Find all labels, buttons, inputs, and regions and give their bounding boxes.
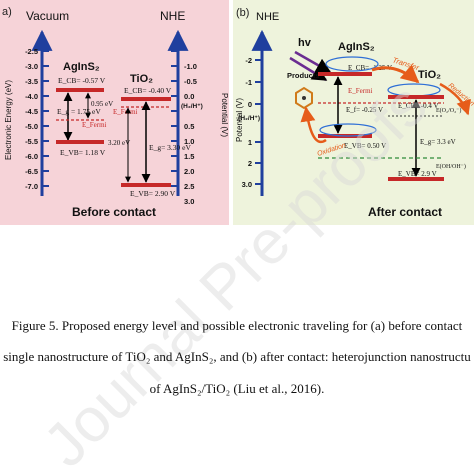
panel-b-footer: After contact bbox=[368, 205, 442, 219]
tio2-label-a: TiO₂ bbox=[130, 73, 153, 85]
caption-line-3: of AgInS₂/TiO₂ (Liu et al., 2016). bbox=[0, 381, 474, 397]
left-axis-ticks bbox=[42, 50, 49, 187]
left-tick: -6.0 bbox=[25, 152, 38, 161]
panel-b: (b) NHE -2 -1 0 (H₂/H⁺) 1 2 3.0 Potentia… bbox=[233, 0, 474, 225]
caption-line-3-text: of AgInS₂/TiO₂ (Liu et al., 2016). bbox=[149, 381, 325, 396]
e-ooh-label: E(OH/OH⁻) bbox=[436, 163, 466, 170]
nhe-label-a: NHE bbox=[160, 9, 185, 23]
b-tick: -2 bbox=[245, 56, 252, 65]
panel-a-footer: Before contact bbox=[72, 205, 156, 219]
molecule-icon bbox=[295, 86, 313, 110]
left-axis-title: Electronic Energy (eV) bbox=[4, 80, 13, 160]
right-tick: 1.0 bbox=[184, 137, 194, 146]
caption-line-2: single nanostructure of TiO₂ and AgInS₂,… bbox=[0, 349, 474, 365]
tio2-cb-level-b bbox=[388, 95, 444, 99]
ecb1-label: E_CB= -1.25 V bbox=[348, 64, 392, 72]
panel-b-axis-ticks bbox=[255, 59, 262, 185]
left-tick: -5.5 bbox=[25, 137, 38, 146]
left-tick: -6.5 bbox=[25, 167, 38, 176]
caption-line-1-text: Figure 5. Proposed energy level and poss… bbox=[11, 318, 463, 333]
b-tick: -1 bbox=[245, 78, 252, 87]
evb1-label: E_VB= 0.50 V bbox=[344, 142, 386, 150]
oxidation-arrow bbox=[300, 106, 327, 143]
right-axis-tick-labels: -1.0 -0.5 0.0 (H₂/H⁺) 0.5 1.0 1.5 2.0 2.… bbox=[181, 62, 203, 206]
right-axis-ticks bbox=[171, 50, 178, 187]
b-tick: 2 bbox=[248, 159, 252, 168]
right-tick: 2.5 bbox=[184, 182, 194, 191]
transfer-arrow bbox=[371, 64, 420, 84]
left-axis-tick-labels: -2.5 -3.0 -3.5 -4.0 -4.5 -5.0 -5.5 -6.0 … bbox=[25, 47, 38, 191]
right-tick: -0.5 bbox=[184, 77, 197, 86]
left-tick: -3.0 bbox=[25, 62, 38, 71]
panel-b-background bbox=[233, 0, 474, 225]
tio2-cb-level bbox=[121, 97, 171, 101]
agins2-cb-level bbox=[56, 88, 104, 92]
tio2-label-b: TiO₂ bbox=[418, 69, 441, 81]
agins2-eg-label: E_g = 1.75 eV bbox=[57, 107, 101, 116]
right-axis-title: Potential (V) bbox=[220, 93, 229, 137]
left-tick: -4.5 bbox=[25, 107, 38, 116]
tio2-vb-level-b bbox=[388, 177, 444, 181]
tio2-eg-label: E_g= 3.30 eV bbox=[149, 143, 192, 152]
right-tick: (H₂/H⁺) bbox=[181, 103, 203, 110]
caption-line-1: Figure 5. Proposed energy level and poss… bbox=[0, 318, 474, 334]
b-tick: 3.0 bbox=[242, 180, 252, 189]
left-tick: -7.0 bbox=[25, 182, 38, 191]
e-o2-label: E(O₂/O₂⁻) bbox=[436, 107, 461, 114]
products-label: Products bbox=[287, 71, 320, 80]
agins2-ecb-label: E_CB= -0.57 V bbox=[58, 76, 106, 85]
b-tick: 0 bbox=[248, 100, 252, 109]
agins2-cb-level-b bbox=[318, 72, 372, 76]
tio2-ecb-label: E_CB= -0.40 V bbox=[124, 86, 172, 95]
panel-a: a) Vacuum NHE -2.5 -3.0 -3.5 -4.0 -4.5 -… bbox=[0, 0, 229, 225]
left-tick: -5.0 bbox=[25, 122, 38, 131]
panel-b-tag: (b) bbox=[236, 7, 249, 19]
agins2-label-b: AgInS₂ bbox=[338, 41, 375, 53]
nhe-label-b: NHE bbox=[256, 11, 279, 23]
efermi-label-b: E_Fermi bbox=[348, 87, 373, 95]
left-tick: -2.5 bbox=[25, 47, 38, 56]
panel-b-axis-title: Potential (V) bbox=[235, 98, 244, 142]
vacuum-label: Vacuum bbox=[26, 9, 69, 23]
agins2-evb-label: E_VB= 1.18 V bbox=[60, 148, 106, 157]
evb2-label: E_VB= 2.9 V bbox=[398, 170, 437, 178]
reduction-arrow bbox=[439, 82, 471, 116]
left-tick: -4.0 bbox=[25, 92, 38, 101]
panel-a-tag: a) bbox=[2, 6, 12, 18]
right-tick: 0.5 bbox=[184, 122, 194, 131]
left-tick: -3.5 bbox=[25, 77, 38, 86]
electron-group-ellipse bbox=[325, 56, 379, 72]
light-arrow bbox=[289, 56, 328, 82]
hole-group-ellipse bbox=[319, 123, 377, 137]
tio2-efermi-label: E_Fermi bbox=[113, 108, 138, 116]
right-tick: 3.0 bbox=[184, 197, 194, 206]
agins2-fermi-gap-label: 0.95 eV bbox=[91, 100, 113, 108]
agins2-label-a: AgInS₂ bbox=[63, 61, 100, 73]
tio2-evb-label: E_VB= 2.90 V bbox=[130, 189, 176, 198]
right-tick: 0.0 bbox=[184, 92, 194, 101]
eg-label-b: E_g= 3.3 eV bbox=[420, 138, 456, 146]
panel-b-axis-tick-labels: -2 -1 0 (H₂/H⁺) 1 2 3.0 bbox=[238, 56, 260, 189]
right-tick: 1.5 bbox=[184, 152, 194, 161]
ef-level-label: E_f= -0.25 V bbox=[346, 106, 383, 114]
b-tick: 1 bbox=[248, 138, 252, 147]
hv-label: hv bbox=[298, 37, 312, 49]
tio2-fermi-gap-label: 3.20 eV bbox=[108, 139, 130, 147]
tio2-vb-level bbox=[121, 183, 171, 187]
right-tick: 2.0 bbox=[184, 167, 194, 176]
b-tick: (H₂/H⁺) bbox=[238, 115, 260, 122]
agins2-efermi-label: E_Fermi bbox=[82, 121, 107, 129]
caption-line-2-text: single nanostructure of TiO₂ and AgInS₂,… bbox=[3, 349, 471, 364]
right-tick: -1.0 bbox=[184, 62, 197, 71]
agins2-vb-level bbox=[56, 140, 104, 144]
